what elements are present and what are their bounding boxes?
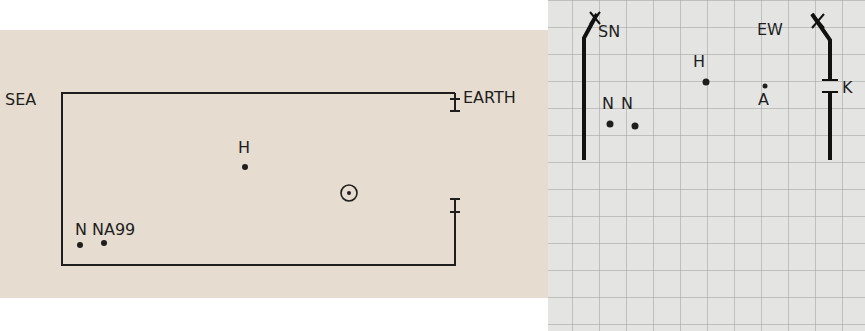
wall-line — [812, 14, 830, 160]
gate-symbol — [822, 80, 838, 92]
point-dot — [703, 79, 710, 86]
wall-label: EW — [757, 22, 783, 38]
point-dot — [763, 84, 768, 89]
gate-label: K — [842, 80, 853, 96]
region-outline — [62, 93, 455, 265]
point-label: NA99 — [92, 222, 135, 238]
point-dot — [607, 121, 614, 128]
point-dot — [632, 123, 639, 130]
point-label: H — [693, 54, 705, 70]
region-outline — [454, 93, 456, 112]
point-dot — [77, 242, 83, 248]
point-label: N — [621, 96, 633, 112]
wall-line — [584, 14, 597, 160]
point-label: H — [238, 140, 250, 156]
point-label: N — [75, 222, 87, 238]
margin — [0, 0, 548, 30]
point-label: A — [758, 92, 769, 108]
cross-mark — [812, 14, 824, 28]
sun-symbol — [341, 185, 357, 201]
grid-lines — [548, 0, 865, 331]
region-label: EARTH — [463, 90, 516, 106]
point-dot — [242, 164, 248, 170]
region-label: SEA — [5, 92, 36, 108]
gate-tick — [450, 99, 460, 212]
margin — [0, 298, 548, 331]
grid-paper — [548, 0, 865, 331]
point-dot — [101, 240, 107, 246]
paper — [0, 0, 548, 331]
wall-label: SN — [598, 24, 620, 40]
cross-mark — [590, 12, 600, 24]
sun-symbol — [347, 191, 351, 195]
point-label: N — [602, 96, 614, 112]
